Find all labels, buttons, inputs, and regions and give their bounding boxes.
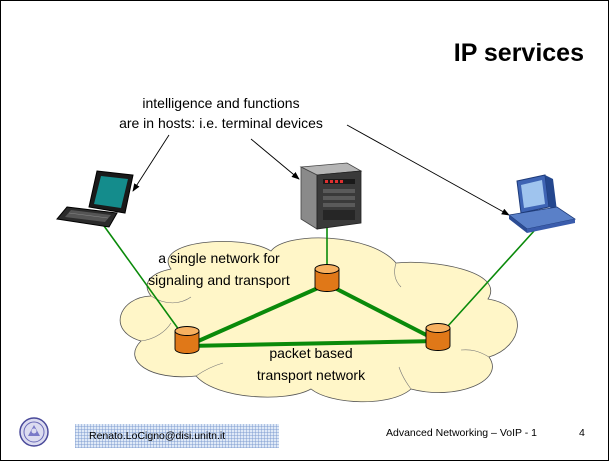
arrow-to-server xyxy=(250,138,300,180)
core-link-left-right xyxy=(186,339,439,348)
router-icon xyxy=(314,264,340,292)
annotation-line-2: are in hosts: i.e. terminal devices xyxy=(119,115,323,131)
page-number: 4 xyxy=(579,427,585,439)
link-laptop-router xyxy=(98,218,188,342)
university-seal-logo xyxy=(19,417,49,447)
cloud-label-signaling: a single network for signaling and trans… xyxy=(119,247,319,291)
footer-course: Advanced Networking – VoIP - 1 xyxy=(386,427,537,439)
cloud-label-transport: packet based transport network xyxy=(231,342,391,386)
slide-title: IP services xyxy=(453,39,584,67)
annotation-line-1: intelligence and functions xyxy=(142,95,300,111)
cloud-label-signaling-line-2: signaling and transport xyxy=(148,272,290,288)
cloud-label-transport-line-2: transport network xyxy=(256,367,366,383)
cloud-label-transport-line-1: packet based xyxy=(269,345,353,361)
server-icon xyxy=(299,162,363,230)
link-desktop-router xyxy=(437,230,535,338)
router-icon xyxy=(174,326,200,354)
hosts-annotation: intelligence and functions are in hosts:… xyxy=(111,93,331,133)
router-icon xyxy=(425,323,451,351)
core-link-top-right xyxy=(326,282,439,343)
arrow-to-laptop xyxy=(132,134,170,192)
cloud-label-signaling-line-1: a single network for xyxy=(158,250,280,266)
footer-email: Renato.LoCigno@disi.unitn.it xyxy=(75,424,279,448)
network-cloud xyxy=(119,237,518,403)
core-link-left-top xyxy=(186,282,328,348)
laptop-icon xyxy=(56,170,134,228)
desktop-computer-icon xyxy=(508,174,577,233)
arrow-to-desktop xyxy=(346,124,510,216)
